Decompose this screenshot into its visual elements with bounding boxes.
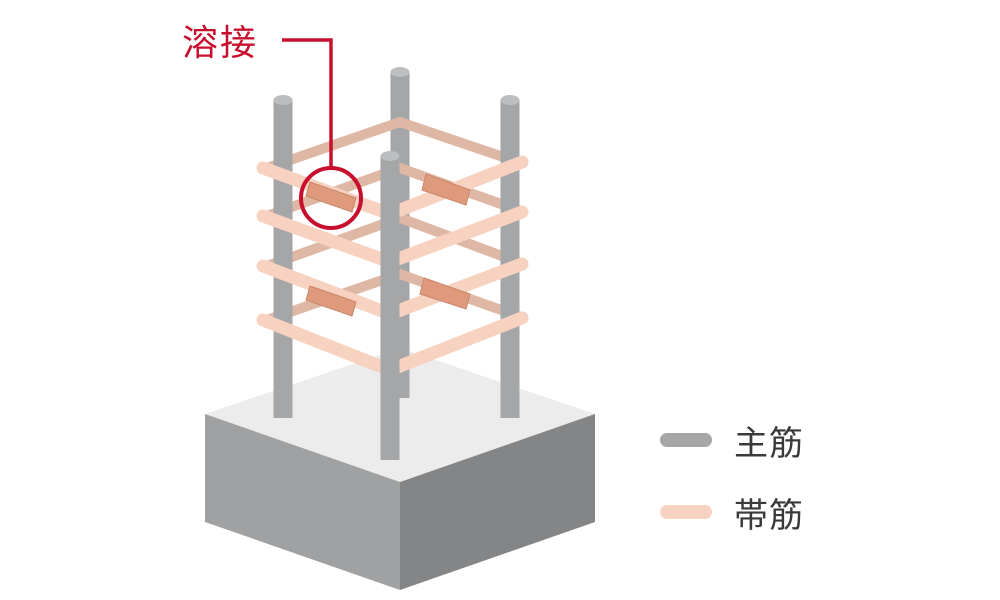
legend-swatch-hoop bbox=[660, 505, 712, 519]
legend-label-hoop: 帯筋 bbox=[734, 495, 804, 536]
weld-callout bbox=[282, 38, 363, 230]
legend: 主筋 帯筋 bbox=[660, 415, 960, 559]
main-rebar-front bbox=[380, 151, 400, 460]
hoop-back-segments bbox=[262, 116, 523, 325]
main-rebar-side bbox=[273, 95, 520, 418]
legend-item-hoop: 帯筋 bbox=[660, 487, 960, 537]
weld-mark bbox=[305, 285, 357, 317]
legend-label-main-rebar: 主筋 bbox=[734, 423, 804, 464]
concrete-footing bbox=[205, 348, 595, 590]
legend-item-main-rebar: 主筋 bbox=[660, 415, 960, 465]
weld-mark bbox=[305, 181, 357, 213]
footing-top-face bbox=[205, 348, 595, 482]
weld-mark bbox=[421, 173, 471, 206]
footing-left-face bbox=[205, 414, 400, 590]
weld-callout-label: 溶接 bbox=[182, 23, 259, 64]
footing-right-face bbox=[400, 414, 595, 590]
weld-marks bbox=[305, 173, 471, 317]
weld-mark bbox=[419, 277, 471, 310]
callout-leader-line bbox=[282, 38, 333, 168]
callout-circle bbox=[299, 166, 363, 230]
legend-swatch-main-rebar bbox=[660, 433, 712, 447]
